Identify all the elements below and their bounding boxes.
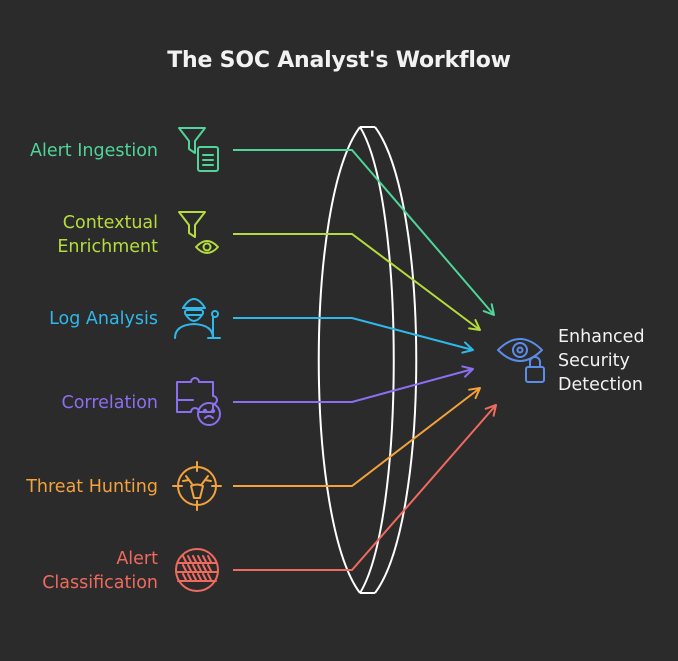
output-node: Enhanced Security Detection [497, 327, 650, 395]
arrowhead [468, 318, 481, 331]
input-label: Log Analysis [49, 309, 158, 329]
output-label: Enhanced Security Detection [558, 327, 650, 395]
lens-inner-edge [359, 126, 395, 594]
input-row: Threat Hunting [25, 387, 481, 511]
input-row: Log Analysis [49, 298, 474, 354]
input-row: Correlation [62, 365, 474, 426]
output-label-line: Security [558, 351, 630, 371]
lens-back-edge [374, 126, 418, 594]
arrowhead [484, 404, 497, 417]
output-label-line: Detection [558, 375, 643, 395]
filter-eye-icon [178, 211, 219, 254]
input-label-line: Contextual [63, 213, 158, 233]
connector-line [233, 149, 495, 316]
input-label-line: Threat Hunting [25, 477, 158, 497]
analyst-microscope-icon [174, 298, 221, 339]
input-label-line: Alert Ingestion [30, 141, 158, 161]
connector-line [233, 404, 497, 571]
input-label-line: Classification [42, 573, 158, 593]
output-label-line: Enhanced [558, 327, 645, 347]
filter-document-icon [178, 127, 219, 172]
input-label: Correlation [62, 393, 159, 413]
input-label: Alert Ingestion [30, 141, 158, 161]
connector-line [233, 368, 474, 403]
diagram-title: The SOC Analyst's Workflow [167, 48, 511, 73]
input-label-line: Log Analysis [49, 309, 158, 329]
input-label-line: Correlation [62, 393, 159, 413]
arrowhead [461, 341, 474, 354]
input-label: Threat Hunting [25, 477, 158, 497]
lens [317, 126, 418, 594]
shelves-icon [175, 548, 219, 592]
crosshair-deer-icon [172, 461, 222, 511]
lens-front-edge [317, 126, 361, 594]
connector-line [233, 387, 481, 487]
connector-line [233, 317, 474, 351]
input-row: Alert Ingestion [30, 127, 495, 316]
input-label-line: Alert [116, 549, 158, 569]
input-label-line: Enrichment [57, 237, 158, 257]
arrowhead [482, 303, 495, 316]
connector-line [233, 233, 481, 331]
puzzle-face-icon [176, 377, 221, 426]
arrowhead [461, 365, 474, 378]
eye-lock-icon [497, 338, 545, 383]
arrowhead [468, 387, 481, 400]
